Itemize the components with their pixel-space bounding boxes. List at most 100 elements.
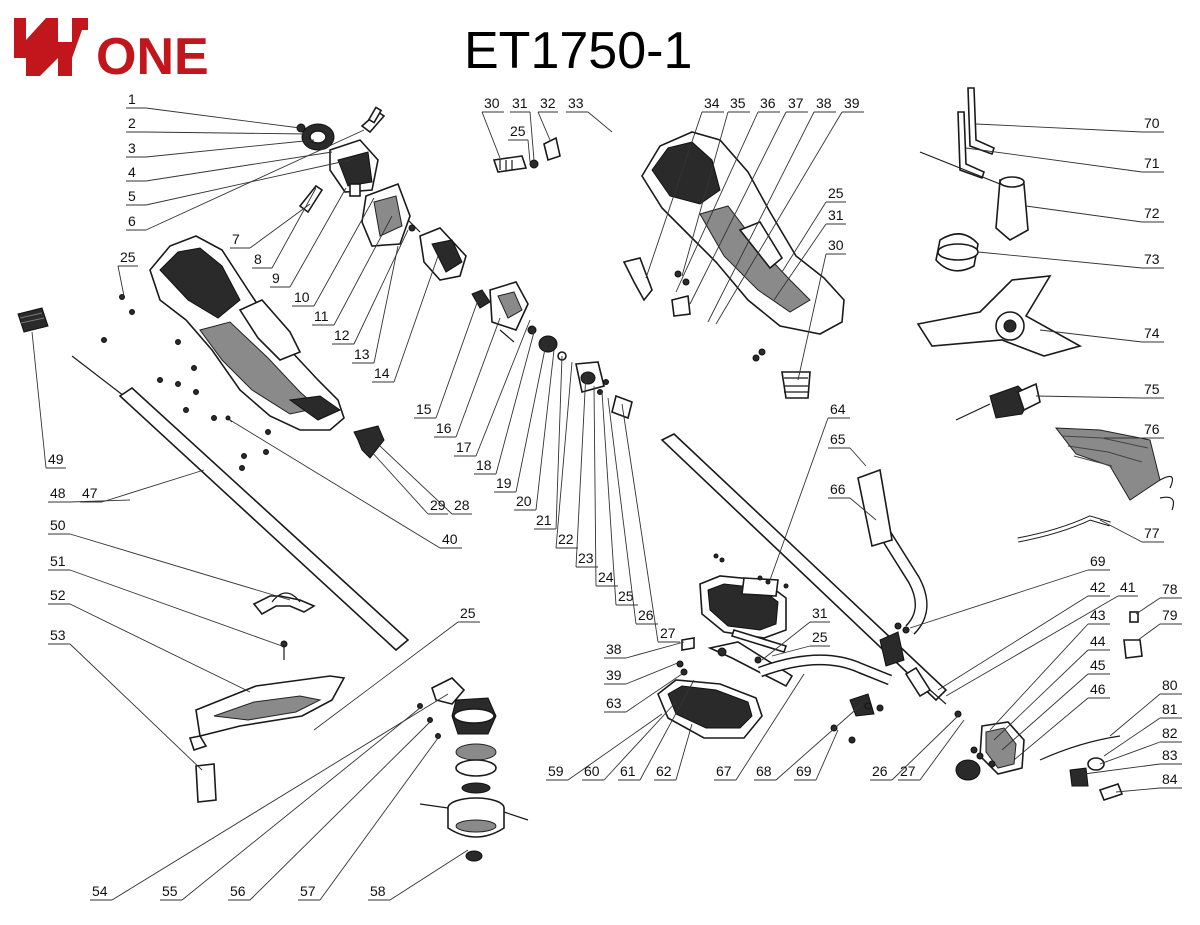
- callout-leader-line: [69, 603, 251, 693]
- callout-number: 65: [830, 431, 846, 447]
- callout-38: 38: [604, 641, 685, 659]
- callout-77: 77: [1099, 519, 1164, 543]
- callout-number: 24: [598, 569, 614, 585]
- callout-39: 39: [715, 95, 864, 325]
- callout-number: 74: [1144, 325, 1160, 341]
- callout-leader-line: [567, 713, 663, 781]
- callout-9: 9: [270, 187, 347, 288]
- callout-number: 71: [1144, 155, 1160, 171]
- callout-leader-line: [1115, 787, 1161, 793]
- callout-leader-line: [761, 621, 811, 661]
- callout-leader-line: [393, 255, 439, 383]
- callout-leader-line: [515, 343, 547, 493]
- callout-number: 80: [1162, 677, 1178, 693]
- brand-n-mark: [14, 18, 88, 76]
- callout-number: 67: [716, 763, 732, 779]
- callout-leader-line: [555, 361, 573, 549]
- callout-number: 41: [1120, 579, 1136, 595]
- callout-number: 25: [618, 588, 634, 604]
- callout-number: 68: [756, 763, 772, 779]
- callout-leader-line: [353, 229, 409, 345]
- callout-leader-line: [1135, 597, 1161, 615]
- callout-23: 23: [575, 371, 598, 568]
- callout-17: 17: [454, 319, 531, 457]
- callout-number: 34: [704, 95, 720, 111]
- callout-leader-line: [379, 445, 453, 515]
- callout-leader-line: [975, 123, 1143, 133]
- callout-number: 52: [50, 587, 66, 603]
- callout-leader-line: [101, 469, 205, 503]
- callout-15: 15: [414, 299, 479, 419]
- callout-leader-line: [495, 331, 535, 475]
- callout-46: 46: [1013, 681, 1110, 761]
- callout-number: 7: [232, 231, 240, 247]
- callout-leader-line: [313, 197, 375, 307]
- callout-leader-line: [625, 641, 685, 659]
- callout-80: 80: [1109, 677, 1182, 737]
- callout-leader-line: [945, 595, 1119, 697]
- callout-leader-line: [69, 643, 203, 771]
- callout-30: 30: [481, 95, 504, 159]
- callout-42: 42: [937, 579, 1110, 691]
- callout-leader-line: [31, 331, 47, 469]
- callout-number: 26: [638, 607, 654, 623]
- callout-75: 75: [1035, 381, 1164, 399]
- callout-number: 73: [1144, 251, 1160, 267]
- callout-number: 31: [828, 207, 844, 223]
- callout-33: 33: [566, 95, 613, 133]
- callout-32: 32: [537, 95, 558, 141]
- callout-22: 22: [555, 361, 578, 549]
- callout-25: 25: [601, 391, 638, 606]
- callout-37: 37: [689, 95, 808, 305]
- callout-35: 35: [681, 95, 750, 277]
- callout-83: 83: [1083, 747, 1182, 775]
- callout-74: 74: [1039, 325, 1164, 343]
- callout-leader-line: [587, 111, 613, 133]
- callout-26: 26: [870, 713, 961, 781]
- callout-leader-line: [815, 729, 839, 781]
- callout-leader-line: [117, 265, 125, 297]
- callout-56: 56: [228, 721, 431, 901]
- callout-leader-line: [775, 703, 863, 781]
- callout-number: 30: [484, 95, 500, 111]
- callout-leader-line: [369, 449, 429, 515]
- callout-leader-line: [319, 737, 439, 901]
- callout-leader-line: [909, 569, 1089, 629]
- callout-number: 2: [128, 115, 136, 131]
- callout-number: 40: [442, 531, 458, 547]
- callout-number: 39: [606, 667, 622, 683]
- callout-number: 69: [796, 763, 812, 779]
- callout-78: 78: [1135, 581, 1182, 615]
- callout-84: 84: [1115, 771, 1182, 793]
- callout-40: 40: [229, 419, 462, 549]
- brand-logo: ONE: [14, 18, 209, 86]
- callout-leader-line: [735, 673, 805, 781]
- callout-number: 19: [496, 475, 512, 491]
- callout-leader-line: [313, 621, 459, 731]
- callout-number: 11: [314, 308, 329, 324]
- callout-leader-line: [707, 111, 815, 323]
- callout-number: 25: [510, 123, 526, 139]
- callout-leader-line: [607, 397, 637, 625]
- callout-number: 10: [294, 289, 310, 305]
- callout-leader-line: [625, 661, 681, 685]
- callout-leader-line: [891, 713, 961, 781]
- callout-leader-line: [937, 595, 1089, 691]
- callout-31: 31: [773, 207, 846, 301]
- callout-number: 32: [540, 95, 556, 111]
- callout-leader-line: [675, 111, 759, 293]
- callout-number: 35: [730, 95, 746, 111]
- callout-number: 72: [1144, 205, 1160, 221]
- callout-leader-line: [1001, 673, 1089, 751]
- callout-leader-line: [965, 147, 1143, 173]
- callout-number: 60: [584, 763, 600, 779]
- callout-leader-line: [1035, 395, 1143, 399]
- callout-number: 25: [812, 629, 828, 645]
- callout-50: 50: [48, 517, 291, 601]
- callout-11: 11: [312, 215, 393, 326]
- callout-25: 25: [508, 123, 531, 163]
- callout-13: 13: [352, 245, 399, 364]
- callout-number: 77: [1144, 525, 1160, 541]
- callout-leader-line: [1013, 697, 1089, 761]
